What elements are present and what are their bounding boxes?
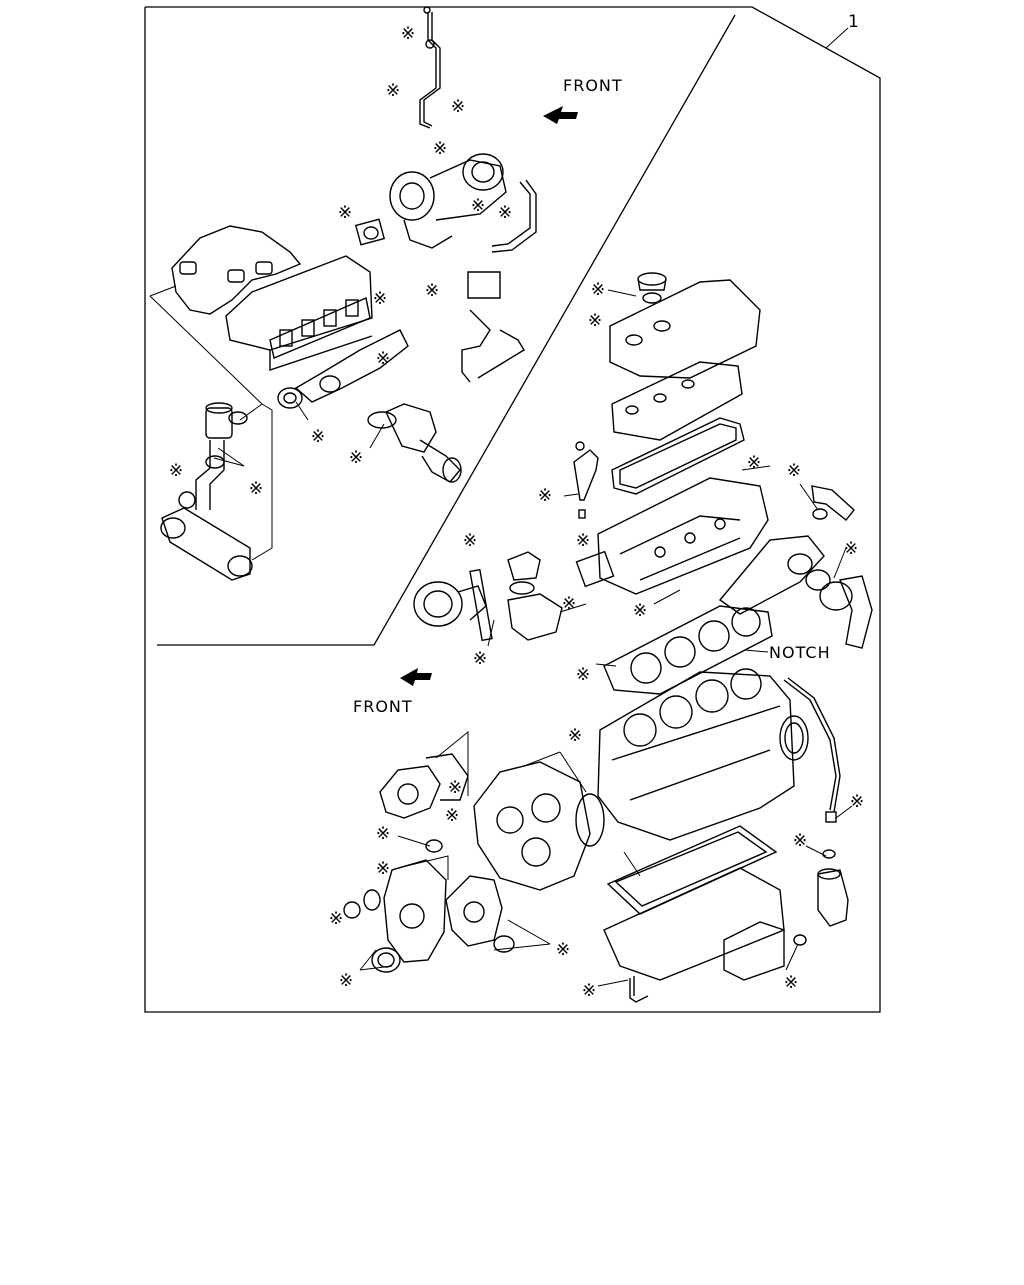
arrow-left-icon bbox=[400, 668, 432, 686]
asterisk-marker: ※ bbox=[373, 289, 387, 309]
asterisk-marker: ※ bbox=[538, 486, 552, 506]
cylinder-head bbox=[597, 477, 769, 595]
turbo-oil-return-pipe bbox=[461, 179, 537, 383]
notch-label: NOTCH bbox=[769, 643, 831, 662]
asterisk-marker-group: ※ ※ ※ ※ ※ ※ ※ ※ ※ ※ ※ ※ ※ ※ ※ ※ ※ ※ ※ ※ ※ ※ ※ ※ ※ ※ ※ ※ ※ ※ ※ ※ ※ ※ ※ ※ ※ ※ bbox=[169, 24, 864, 1001]
water-pump-housing-top bbox=[367, 403, 462, 483]
front-arrow-upper: FRONT bbox=[543, 76, 623, 124]
kit-frame bbox=[144, 6, 881, 1013]
asterisk-marker: ※ bbox=[376, 349, 390, 369]
asterisk-marker: ※ bbox=[568, 726, 582, 746]
asterisk-marker: ※ bbox=[591, 280, 605, 300]
exhaust-manifold bbox=[277, 329, 409, 409]
exhaust-manifold-right bbox=[718, 535, 831, 615]
right-group-leader-lines bbox=[487, 289, 847, 667]
asterisk-marker: ※ bbox=[556, 940, 570, 960]
cylinder-head-gasket bbox=[603, 605, 773, 695]
asterisk-marker: ※ bbox=[576, 531, 590, 551]
oil-pump bbox=[445, 875, 515, 953]
asterisk-marker: ※ bbox=[376, 859, 390, 879]
asterisk-marker: ※ bbox=[784, 973, 798, 993]
asterisk-marker: ※ bbox=[448, 778, 462, 798]
asterisk-marker: ※ bbox=[433, 139, 447, 159]
asterisk-marker: ※ bbox=[425, 281, 439, 301]
asterisk-marker: ※ bbox=[498, 203, 512, 223]
intake-manifold-gasket bbox=[269, 297, 371, 359]
asterisk-marker: ※ bbox=[473, 649, 487, 669]
cylinder-head-cover-top bbox=[609, 279, 761, 379]
front-label-lower: FRONT bbox=[353, 697, 413, 716]
asterisk-marker: ※ bbox=[588, 311, 602, 331]
turbocharger bbox=[354, 153, 507, 249]
asterisk-marker: ※ bbox=[249, 479, 263, 499]
egr-valve-assembly bbox=[178, 402, 248, 510]
oil-filter bbox=[817, 849, 849, 927]
arrow-right-icon bbox=[543, 106, 578, 124]
front-arrow-lower: FRONT bbox=[353, 668, 432, 716]
thermostat-and-water-outlet bbox=[507, 550, 615, 641]
cylinder-head-cover bbox=[611, 361, 743, 441]
front-cover bbox=[343, 839, 447, 963]
asterisk-marker: ※ bbox=[747, 453, 761, 473]
turbo-outlet-elbow bbox=[811, 485, 873, 649]
asterisk-marker: ※ bbox=[349, 448, 363, 468]
asterisk-marker: ※ bbox=[582, 981, 596, 1001]
notch-callout: NOTCH bbox=[744, 643, 831, 662]
asterisk-marker: ※ bbox=[311, 427, 325, 447]
asterisk-marker: ※ bbox=[338, 203, 352, 223]
asterisk-marker: ※ bbox=[445, 806, 459, 826]
asterisk-marker: ※ bbox=[793, 831, 807, 851]
asterisk-marker: ※ bbox=[576, 665, 590, 685]
callout-1: 1 bbox=[825, 12, 859, 49]
asterisk-marker: ※ bbox=[401, 24, 415, 44]
timing-gear-case bbox=[473, 761, 605, 891]
turbocharger-oil-pipe bbox=[419, 6, 441, 129]
asterisk-marker: ※ bbox=[376, 824, 390, 844]
asterisk-marker: ※ bbox=[850, 792, 864, 812]
oil-pan bbox=[603, 867, 807, 981]
callout-number: 1 bbox=[848, 12, 859, 32]
intake-manifold bbox=[171, 225, 302, 315]
cylinder-block bbox=[597, 668, 795, 841]
asterisk-marker: ※ bbox=[787, 461, 801, 481]
head-cover-gasket bbox=[611, 417, 745, 495]
front-label-upper: FRONT bbox=[563, 76, 623, 95]
egr-cooler bbox=[160, 507, 253, 581]
drain-bolt bbox=[629, 976, 649, 1003]
asterisk-marker: ※ bbox=[329, 909, 343, 929]
asterisk-marker: ※ bbox=[471, 196, 485, 216]
cylinder-head-outline bbox=[225, 255, 373, 371]
alternator bbox=[413, 568, 493, 642]
rear-oil-seal bbox=[779, 715, 809, 761]
asterisk-marker: ※ bbox=[386, 81, 400, 101]
oil-pan-gasket bbox=[606, 825, 778, 915]
upper-group-leader-lines bbox=[149, 285, 385, 561]
fuel-injector bbox=[573, 441, 599, 519]
asterisk-marker: ※ bbox=[451, 97, 465, 117]
oil-filler-cap bbox=[637, 272, 667, 304]
asterisk-marker: ※ bbox=[633, 601, 647, 621]
asterisk-marker: ※ bbox=[169, 461, 183, 481]
oil-level-gauge bbox=[783, 677, 841, 823]
asterisk-marker: ※ bbox=[339, 971, 353, 991]
asterisk-marker: ※ bbox=[463, 531, 477, 551]
asterisk-marker: ※ bbox=[844, 539, 858, 559]
asterisk-marker: ※ bbox=[562, 594, 576, 614]
lower-group-leader-lines bbox=[359, 730, 853, 987]
